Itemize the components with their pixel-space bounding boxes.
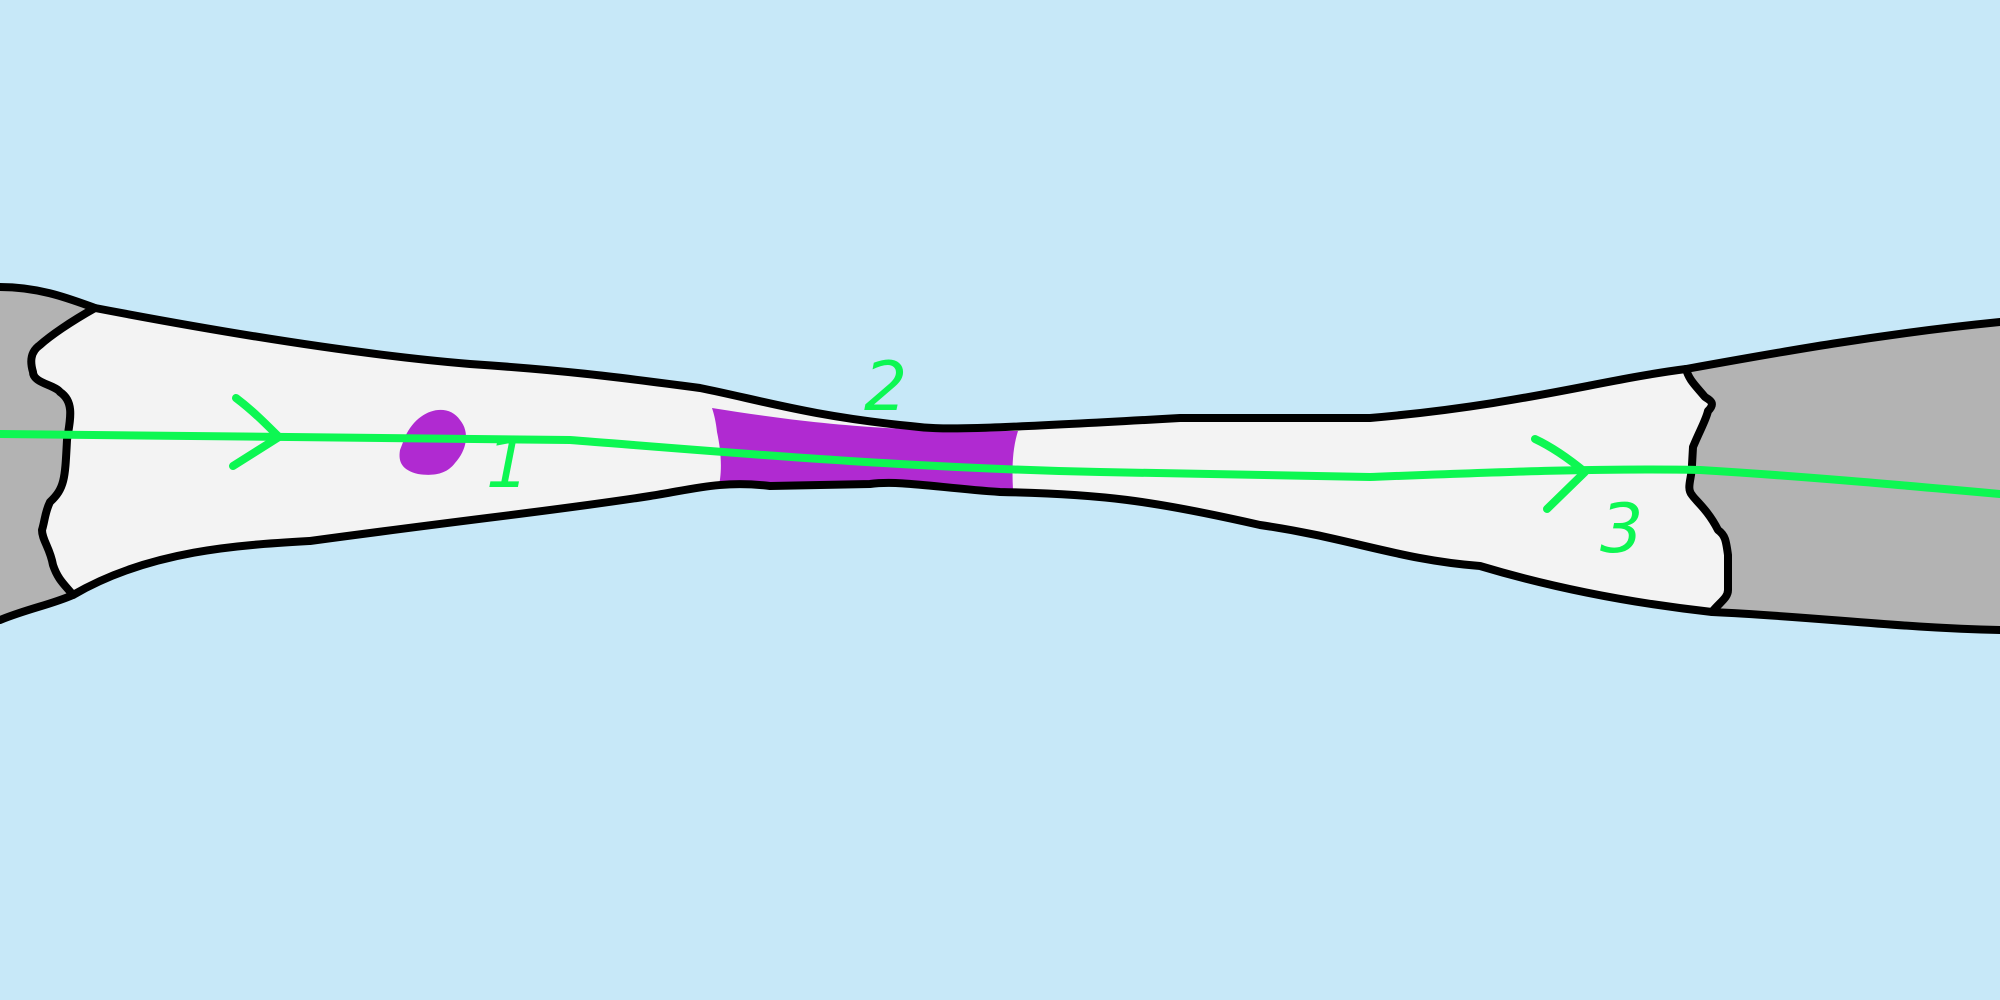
left-cap-edge xyxy=(27,304,99,599)
label-three: 3 xyxy=(1600,490,1643,569)
right-cap-edge xyxy=(1682,365,1732,616)
label-one: 1 xyxy=(486,425,529,504)
right-end-cap xyxy=(1686,322,2000,630)
chevron-right-icon xyxy=(1531,435,1589,513)
top-outline xyxy=(0,283,2000,433)
channel-outlines xyxy=(0,283,2000,634)
chevron-right-icon xyxy=(229,394,283,470)
flow-streamline xyxy=(0,430,2000,498)
bottom-outline xyxy=(0,478,2000,634)
left-end-cap xyxy=(0,287,95,620)
label-two: 2 xyxy=(864,348,907,427)
